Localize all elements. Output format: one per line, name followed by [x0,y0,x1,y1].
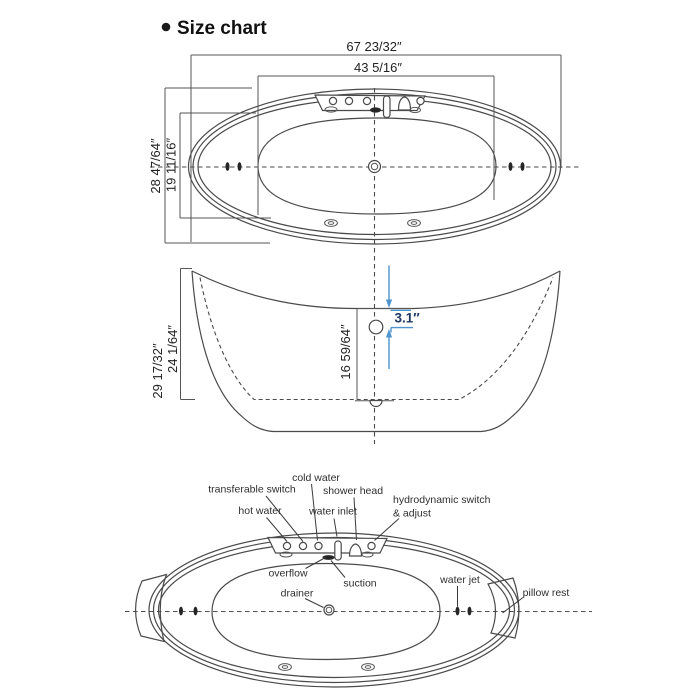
floor-jet [407,219,421,227]
leader-pillow-rest [502,597,524,614]
dim-label-depth-inner: 19 11/16″ [164,137,179,192]
dim-label-overflow-offset: 3.1″ [395,311,421,326]
shower-head-fixture [397,96,412,111]
overflow-oval [279,551,293,558]
label-water-inlet: water inlet [308,506,357,518]
figure-header: Size chart [161,18,267,39]
label-suction: suction [343,578,376,590]
page-title: Size chart [177,18,267,39]
transferable-switch-knob [344,96,354,106]
side-view: 16 59/64″ 29 17/32″ 24 1/64″ 3.1″ [150,265,561,433]
floor-jet [361,663,375,671]
callout-leaders [265,483,524,614]
dim-width-outer: 67 23/32″ [190,39,562,242]
label-drainer: drainer [281,588,314,600]
label-hydrodynamic-adjust: & adjust [393,508,431,520]
drain-inner [370,162,379,171]
floor-jet-center [364,665,372,669]
leader-shower-head [353,497,357,541]
pillow-rest-right [487,577,520,639]
bottom-view: cold water transferable switch shower he… [125,472,592,688]
side-jet [508,162,513,171]
overflow-oval [324,106,338,113]
bottom-view-basin [211,562,441,661]
dim-width-inner: 43 5/16″ [257,60,495,215]
hot-water-knob [328,96,338,106]
side-jet [193,606,198,616]
floor-jet [324,219,338,227]
side-jet [237,162,242,171]
label-hot-water: hot water [238,505,282,517]
side-jet [467,606,472,616]
dim-label-width-outer: 67 23/32″ [346,39,402,54]
floor-jet-center [281,665,289,669]
overflow-hole [368,319,384,335]
top-view-basin [257,117,497,215]
suction-oval [370,107,381,113]
floor-jet-center [410,221,418,225]
leader-overflow [305,557,326,569]
pillow-rest-left [135,573,168,643]
dim-overflow-offset: 3.1″ [385,265,421,369]
dim-label-width-inner: 43 5/16″ [354,60,402,75]
water-inlet-faucet [334,540,342,561]
side-jet [455,606,460,616]
leader-hot-water [266,517,288,542]
side-view-rim [191,270,561,310]
floor-jet [278,663,292,671]
transferable-switch-knob [298,541,308,551]
bullet-icon [161,22,171,32]
label-overflow: overflow [268,568,308,580]
hydrodynamic-knob [367,541,376,551]
drain-inner [325,606,333,614]
drain-outer [367,159,382,174]
side-view-body [191,270,561,433]
label-pillow-rest: pillow rest [523,587,570,599]
leader-drainer [304,598,324,608]
label-hydrodynamic-switch: hydrodynamic switch [393,494,491,506]
leader-cold-water [311,483,318,541]
floor-jet-center [327,221,335,225]
suction-oval [322,555,335,560]
hot-water-knob [282,541,292,551]
side-jet [225,162,230,171]
side-jet [179,606,183,616]
cold-water-knob [362,96,372,106]
dim-label-depth-interior: 16 59/64″ [338,324,353,380]
cold-water-knob [314,541,323,551]
dim-label-height-interior: 24 1/64″ [165,325,180,373]
side-view-interior-outline [199,277,554,401]
leader-water-inlet [333,518,338,537]
top-view: 67 23/32″ 43 5/16″ 28 47/64″ 19 11/16″ [148,39,580,444]
dim-depth-outer: 28 47/64″ [148,87,270,244]
hydrodynamic-knob [416,96,425,106]
leader-hydrodynamic-switch [374,518,400,541]
leader-transferable-switch [265,495,304,542]
leader-suction [330,560,346,578]
dim-label-depth-outer: 28 47/64″ [148,138,163,194]
label-shower-head: shower head [323,485,383,497]
drain-outer [323,604,335,616]
label-water-jet: water jet [439,574,480,586]
label-transferable-switch: transferable switch [208,484,296,496]
dim-depth-inner: 19 11/16″ [164,112,271,219]
shower-head-fixture [348,543,363,557]
side-jet [520,162,525,171]
drain-bump [369,399,383,408]
dim-label-height-overall: 29 17/32″ [150,343,165,399]
dim-heights: 29 17/32″ 24 1/64″ [150,268,195,400]
water-inlet-faucet [382,95,391,119]
label-cold-water: cold water [292,472,340,484]
